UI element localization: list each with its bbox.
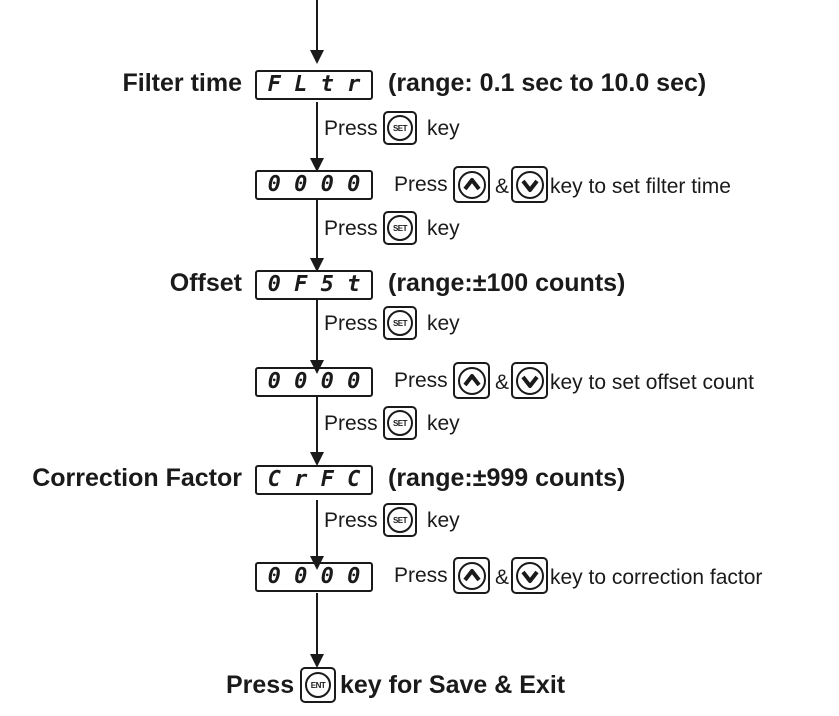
display-digit: 0 <box>347 369 361 394</box>
press-text: Press <box>324 217 378 240</box>
display-digit: r <box>347 72 361 97</box>
display-digit: r <box>294 467 308 492</box>
display-digit: 0 <box>267 272 281 297</box>
flow-arrow <box>310 654 324 668</box>
set-key-label: SET <box>387 507 413 533</box>
chevron-up-icon <box>457 561 486 590</box>
final-press-text: Press <box>226 671 295 699</box>
chevron-up-icon <box>457 170 486 199</box>
set-key-button[interactable]: SET <box>383 406 417 440</box>
save-exit-text: key for Save & Exit <box>340 671 566 699</box>
key-text: key <box>427 312 460 335</box>
set-key-label: SET <box>387 410 413 436</box>
chevron-down-icon <box>515 561 544 590</box>
adjust-text: key to set offset count <box>550 371 754 394</box>
key-text: key <box>427 509 460 532</box>
up-key-button[interactable] <box>453 362 490 399</box>
flow-line <box>316 0 318 52</box>
offset-value-display: 0 0 0 0 <box>255 367 373 397</box>
display-digit: L <box>294 72 308 97</box>
set-key-button[interactable]: SET <box>383 111 417 145</box>
display-digit: 0 <box>347 172 361 197</box>
chevron-down-icon <box>515 366 544 395</box>
offset-label: Offset <box>169 269 242 297</box>
display-digit: F <box>294 272 308 297</box>
display-digit: t <box>320 72 334 97</box>
display-digit: 5 <box>320 272 334 297</box>
flow-arrow <box>310 50 324 64</box>
flow-line <box>316 300 318 368</box>
display-digit: F <box>267 72 281 97</box>
display-digit: C <box>267 467 281 492</box>
set-key-label: SET <box>387 310 413 336</box>
correction-code-display: C r F C <box>255 465 373 495</box>
display-digit: 0 <box>294 564 308 589</box>
display-digit: 0 <box>320 564 334 589</box>
set-key-label: SET <box>387 215 413 241</box>
adjust-text: key to correction factor <box>550 566 763 589</box>
set-key-button[interactable]: SET <box>383 503 417 537</box>
chevron-up-icon <box>457 366 486 395</box>
offset-range-text: (range:±100 counts) <box>388 269 626 297</box>
display-digit: 0 <box>294 172 308 197</box>
key-text: key <box>427 117 460 140</box>
display-digit: t <box>347 272 361 297</box>
press-text: Press <box>324 117 378 140</box>
adjust-text: key to set filter time <box>550 175 731 198</box>
flow-line <box>316 198 318 266</box>
and-text: & <box>495 566 510 589</box>
filter-value-display: 0 0 0 0 <box>255 170 373 200</box>
down-key-button[interactable] <box>511 362 548 399</box>
flow-line <box>316 396 318 458</box>
set-key-label: SET <box>387 115 413 141</box>
flow-arrow <box>310 258 324 272</box>
offset-code-display: 0 F 5 t <box>255 270 373 300</box>
flow-line <box>316 593 318 663</box>
up-key-button[interactable] <box>453 166 490 203</box>
display-digit: 0 <box>267 369 281 394</box>
and-text: & <box>495 371 510 394</box>
filter-code-display: F L t r <box>255 70 373 100</box>
set-key-button[interactable]: SET <box>383 306 417 340</box>
key-text: key <box>427 412 460 435</box>
up-key-button[interactable] <box>453 557 490 594</box>
display-digit: 0 <box>294 369 308 394</box>
flow-arrow <box>310 452 324 466</box>
filter-time-label: Filter time <box>122 69 242 97</box>
set-key-button[interactable]: SET <box>383 211 417 245</box>
display-digit: 0 <box>267 172 281 197</box>
key-text: key <box>427 217 460 240</box>
display-digit: 0 <box>347 564 361 589</box>
enter-key-button[interactable]: ENT <box>300 667 336 703</box>
press-text: Press <box>324 312 378 335</box>
filter-range-text: (range: 0.1 sec to 10.0 sec) <box>388 69 707 97</box>
chevron-down-icon <box>515 170 544 199</box>
correction-value-display: 0 0 0 0 <box>255 562 373 592</box>
display-digit: 0 <box>320 369 334 394</box>
down-key-button[interactable] <box>511 166 548 203</box>
press-text: Press <box>324 412 378 435</box>
press-text: Press <box>394 564 448 587</box>
flow-line <box>316 500 318 562</box>
correction-factor-label: Correction Factor <box>32 464 242 492</box>
press-text: Press <box>324 509 378 532</box>
display-digit: C <box>347 467 361 492</box>
flow-arrow <box>310 158 324 172</box>
press-text: Press <box>394 369 448 392</box>
down-key-button[interactable] <box>511 557 548 594</box>
and-text: & <box>495 175 510 198</box>
display-digit: 0 <box>267 564 281 589</box>
display-digit: F <box>320 467 334 492</box>
press-text: Press <box>394 173 448 196</box>
enter-key-label: ENT <box>305 672 331 698</box>
flow-line <box>316 102 318 168</box>
correction-range-text: (range:±999 counts) <box>388 464 626 492</box>
display-digit: 0 <box>320 172 334 197</box>
